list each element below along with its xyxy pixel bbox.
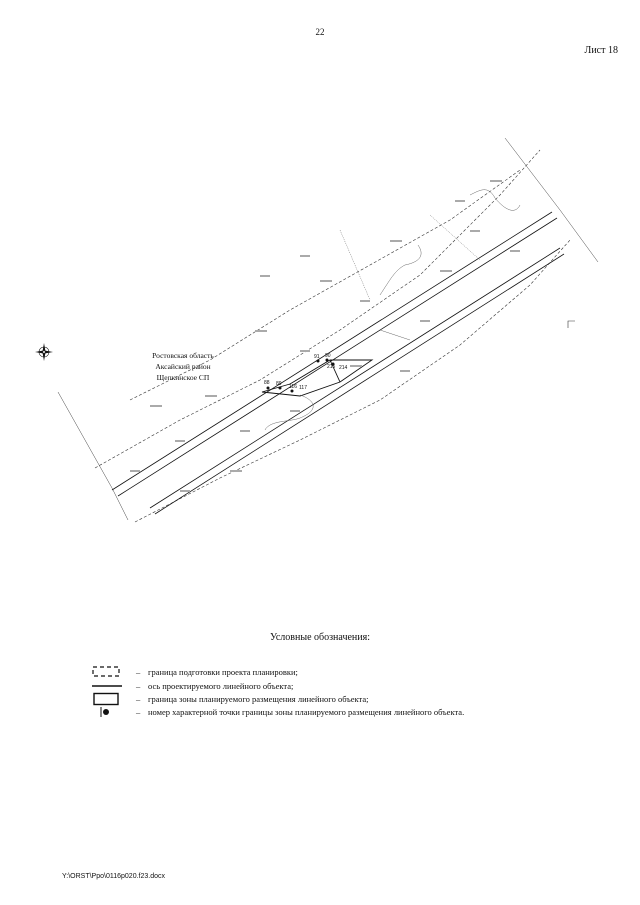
legend-text: граница подготовки проекта планировки; [148, 667, 298, 677]
planning-boundary-line [94, 149, 571, 523]
legend-dash: – [136, 707, 141, 717]
solid-rectangle-icon [93, 692, 119, 706]
page-number: 22 [315, 27, 325, 37]
settlement-label: Щепкинское СП [157, 373, 210, 382]
axis-lines [111, 211, 565, 515]
legend-item: – граница подготовки проекта планировки; [92, 665, 592, 679]
point-number: 91 [314, 354, 320, 360]
point-number: 117 [299, 385, 307, 391]
corner-mark [567, 320, 575, 328]
legend-dash: – [136, 694, 141, 704]
sheet-number: Лист 18 [584, 45, 618, 56]
region-label: Ростовская область [152, 351, 214, 360]
point-number: 214 [339, 365, 348, 371]
compass-rose-icon [35, 343, 53, 361]
point-markers [266, 358, 335, 393]
legend-text: номер характерной точки границы зоны пла… [148, 707, 465, 717]
legend-dash: – [136, 667, 141, 677]
point-number: 90 [325, 353, 331, 359]
legend-dash: – [136, 681, 141, 691]
map-annotations [130, 180, 520, 492]
right-boundary-hatch [504, 137, 599, 263]
legend-text: граница зоны планируемого размещения лин… [148, 694, 369, 704]
point-numbers: 91 90 215 214 88 89 116 117 [264, 353, 348, 391]
point-marker-icon [100, 707, 109, 717]
road-curves [264, 189, 521, 431]
legend-item: – номер характерной точки границы зоны п… [92, 705, 592, 719]
legend-title: Условные обозначения: [269, 632, 370, 643]
point-number: 215 [327, 364, 336, 370]
dashed-rectangle-icon [92, 666, 120, 677]
district-label: Аксайский район [155, 362, 210, 371]
point-number: 88 [264, 380, 270, 386]
legend-text: ось проектируемого линейного объекта; [148, 681, 294, 691]
legend-item: – ось проектируемого линейного объекта; [92, 679, 592, 693]
legend-item: – граница зоны планируемого размещения л… [92, 692, 592, 706]
point-number: 116 [289, 384, 297, 390]
file-path-footer: Y:\ORST\Ppo\0116p020.f23.docx [62, 873, 165, 880]
left-boundary-hatch [57, 391, 129, 521]
axis-line-icon [92, 685, 122, 687]
point-number: 89 [276, 381, 282, 387]
location-labels: Ростовская область Аксайский район Щепки… [152, 351, 214, 382]
